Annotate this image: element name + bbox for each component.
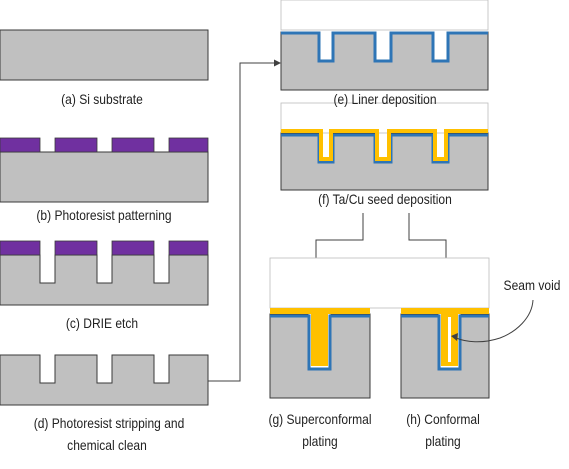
caption-c: (c) DRIE etch	[65, 315, 139, 331]
etched-si-substrate	[0, 354, 209, 406]
liner-layer	[281, 133, 488, 164]
open-top-region	[280, 0, 489, 31]
panel-g-superconformal	[269, 257, 490, 399]
seam-void	[448, 317, 451, 362]
panel-a-si-substrate	[0, 29, 209, 81]
panel-d-stripping	[0, 354, 209, 406]
caption-g-line1: (g) Superconformal	[268, 411, 372, 427]
open-top-region	[280, 102, 489, 134]
photoresist-block	[0, 137, 41, 153]
open-top-region	[269, 257, 490, 309]
caption-h-line1: (h) Conformal	[406, 411, 480, 427]
photoresist-block	[111, 240, 155, 256]
seam-void-callout	[451, 299, 534, 343]
si-substrate	[0, 29, 209, 81]
caption-d-line1: (d) Photoresist stripping and	[33, 415, 185, 431]
etched-si-substrate	[0, 254, 209, 306]
seed-layer	[281, 129, 488, 161]
caption-d-line2: chemical clean	[67, 437, 147, 453]
panel-b-photoresist	[0, 137, 209, 203]
photoresist-block	[168, 137, 209, 153]
caption-h-line2: plating	[425, 433, 461, 449]
photoresist-block	[111, 137, 155, 153]
caption-b: (b) Photoresist patterning	[36, 207, 172, 223]
liner-layer	[270, 314, 370, 371]
panel-f-seed	[280, 102, 489, 191]
panel-e-liner	[280, 0, 489, 91]
caption-a: (a) Si substrate	[61, 91, 143, 107]
caption-g-line2: plating	[302, 433, 338, 449]
caption-f: (f) Ta/Cu seed deposition	[318, 191, 452, 207]
copper-fill	[270, 308, 370, 366]
photoresist-block	[54, 240, 98, 256]
photoresist-block	[54, 137, 98, 153]
si-substrate	[0, 151, 209, 203]
liner-layer	[281, 31, 488, 63]
panel-h-conformal	[400, 308, 490, 399]
seam-void-label: Seam void	[503, 277, 561, 293]
photoresist-block	[168, 240, 209, 256]
copper-fill	[401, 308, 489, 366]
liner-layer	[401, 314, 489, 371]
photoresist-block	[0, 240, 41, 256]
caption-e: (e) Liner deposition	[333, 91, 437, 107]
panel-c-drie-etch	[0, 240, 209, 306]
flow-arrow-d-to-e	[208, 59, 281, 382]
